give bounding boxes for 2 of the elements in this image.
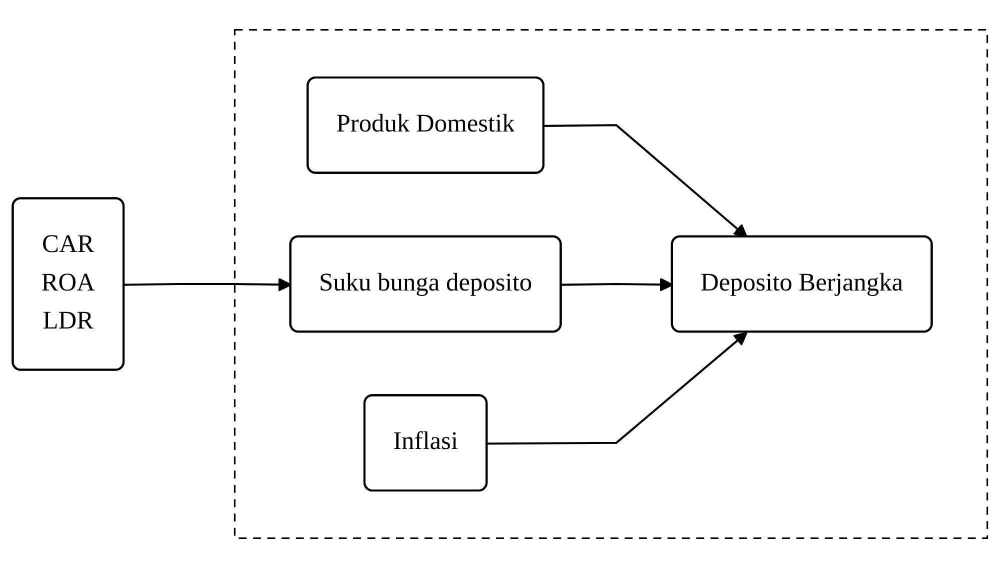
cluster <box>234 29 988 539</box>
arrow <box>487 332 748 445</box>
